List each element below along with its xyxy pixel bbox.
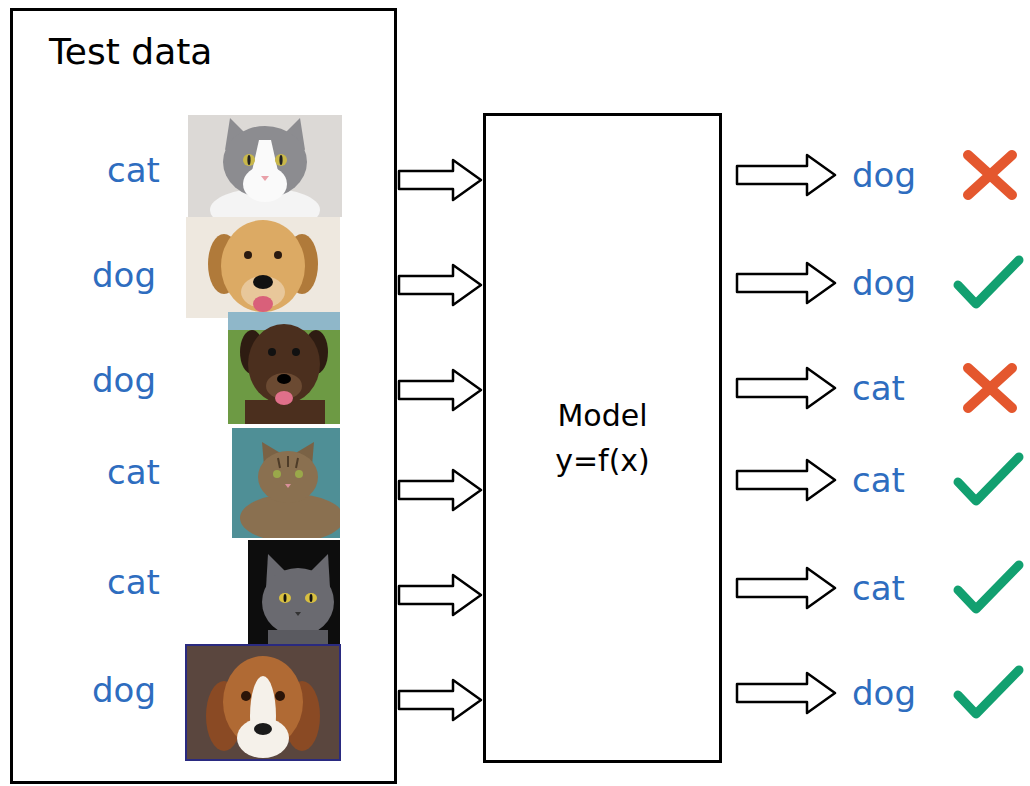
- true-label: cat: [107, 562, 160, 602]
- label-holder: cat: [107, 150, 160, 191]
- predicted-label: dog: [852, 673, 916, 713]
- predicted-label: cat: [852, 460, 905, 500]
- true-label: dog: [92, 670, 156, 710]
- model-box: Model y=f(x): [483, 113, 722, 763]
- check-mark: [958, 670, 1019, 714]
- block-arrow: [399, 575, 481, 615]
- label-holder: dog: [852, 673, 916, 714]
- block-arrow: [399, 160, 481, 200]
- block-arrow: [399, 265, 481, 305]
- true-label: cat: [107, 150, 160, 190]
- predicted-label: dog: [852, 155, 916, 195]
- label-holder: dog: [92, 670, 156, 711]
- predicted-label: dog: [852, 263, 916, 303]
- dog-photo: [228, 312, 340, 424]
- label-holder: dog: [92, 360, 156, 401]
- output-arrow: [737, 263, 835, 303]
- cat-photo: [188, 115, 342, 217]
- predicted-label: cat: [852, 568, 905, 608]
- output-arrow: [737, 673, 835, 713]
- block-arrow: [399, 470, 481, 510]
- model-label: Model y=f(x): [528, 393, 678, 483]
- check-mark: [958, 565, 1019, 609]
- label-holder: dog: [852, 263, 916, 304]
- box-title: Test data: [49, 25, 212, 79]
- block-arrow: [399, 370, 481, 410]
- output-arrow: [737, 568, 835, 608]
- label-holder: cat: [107, 452, 160, 493]
- photo-frame: [186, 645, 340, 760]
- true-label: cat: [107, 452, 160, 492]
- true-label: dog: [92, 360, 156, 400]
- cat-photo: [248, 540, 340, 650]
- output-arrow: [737, 368, 835, 408]
- check-mark: [958, 457, 1019, 501]
- block-arrow: [399, 680, 481, 720]
- test-data-box: Test data: [10, 8, 397, 784]
- label-holder: cat: [107, 562, 160, 603]
- label-holder: dog: [852, 155, 916, 196]
- label-holder: dog: [92, 255, 156, 296]
- dog-photo: [186, 217, 340, 318]
- result-marks: [958, 155, 1019, 714]
- check-mark: [958, 260, 1019, 304]
- output-arrow: [737, 155, 835, 195]
- output-arrows: [737, 155, 835, 713]
- cross-mark: [968, 368, 1012, 408]
- label-holder: cat: [852, 460, 905, 501]
- label-holder: cat: [852, 368, 905, 409]
- true-label: dog: [92, 255, 156, 295]
- label-holder: cat: [852, 568, 905, 609]
- dog-photo: [186, 645, 340, 760]
- cat-photo: [232, 428, 340, 538]
- output-arrow: [737, 460, 835, 500]
- cross-mark: [968, 155, 1012, 195]
- predicted-label: cat: [852, 368, 905, 408]
